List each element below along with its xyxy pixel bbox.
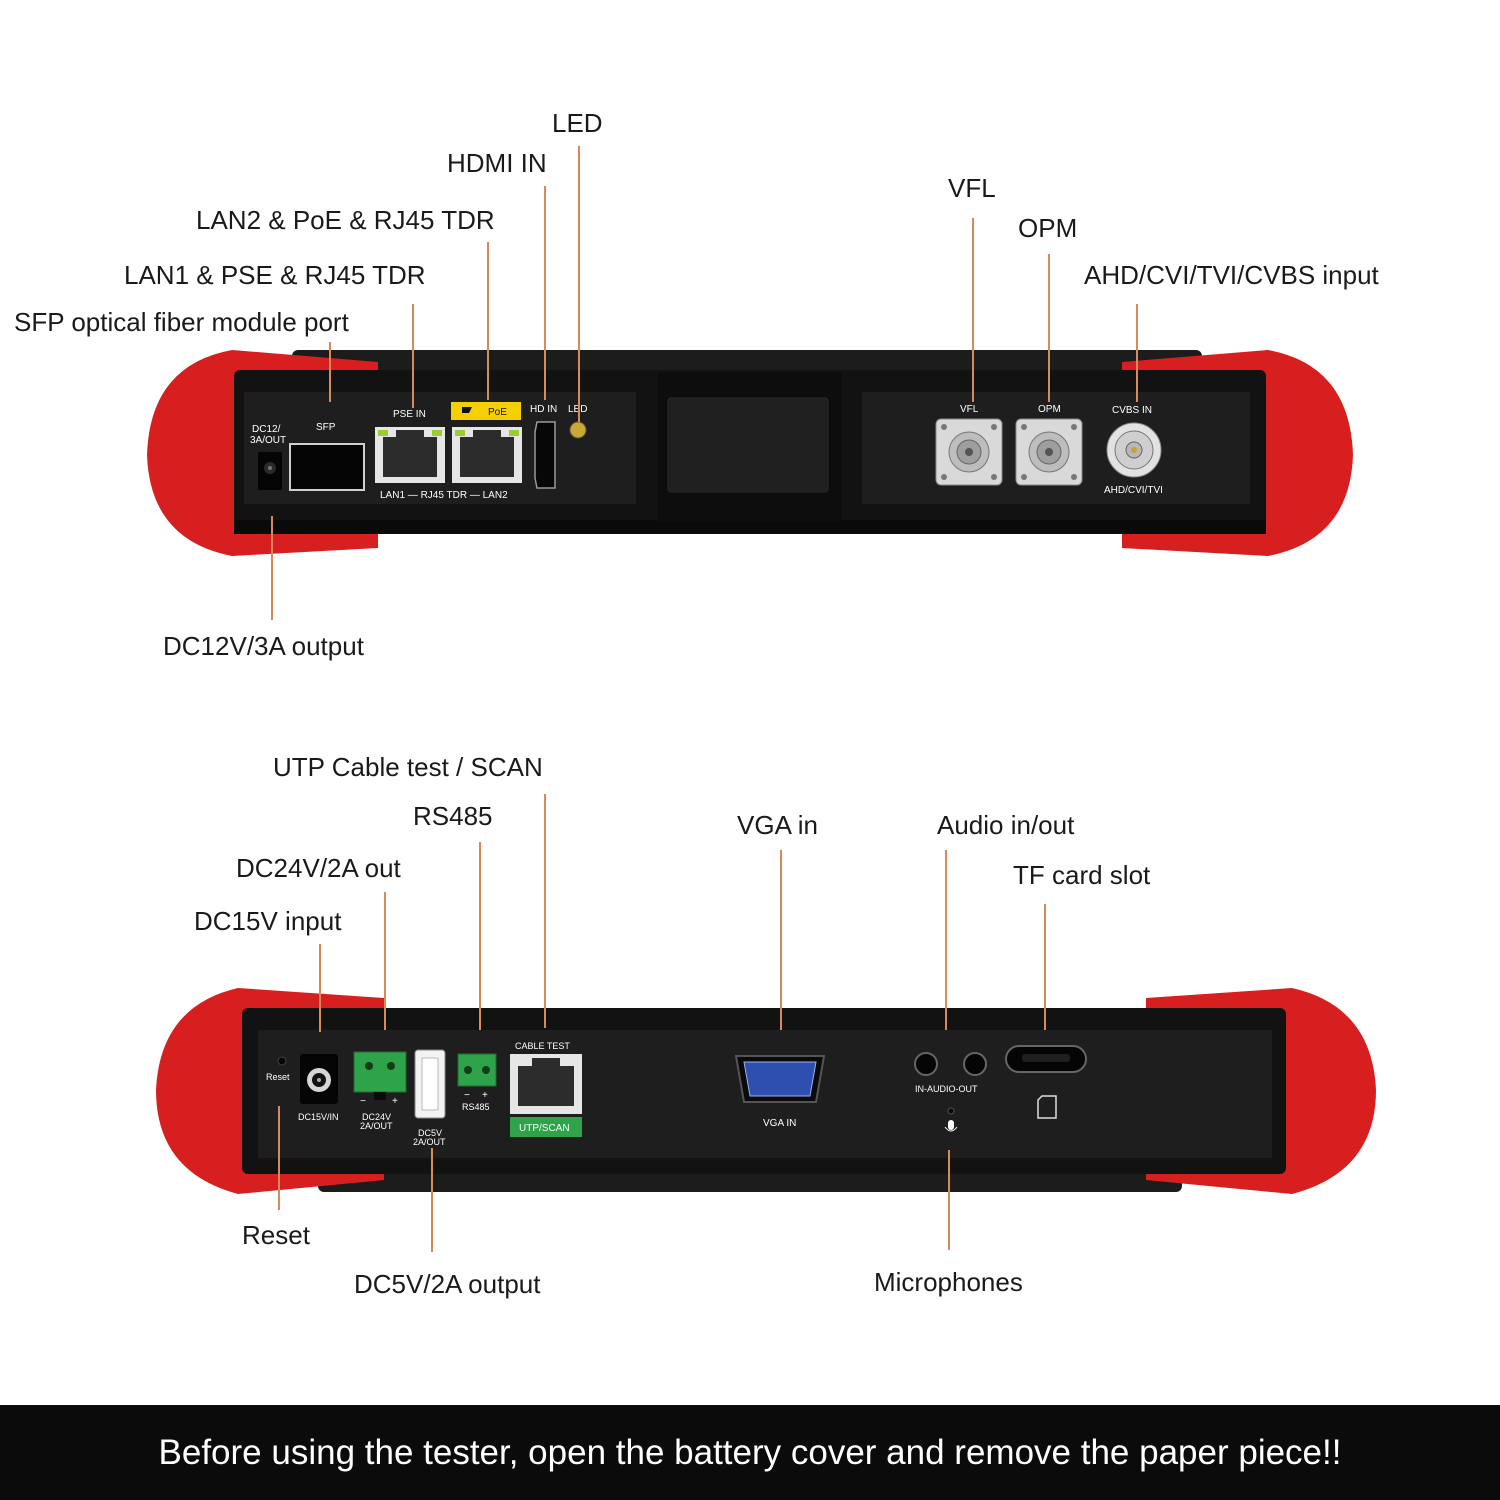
footer-banner: Before using the tester, open the batter… (0, 1405, 1500, 1500)
leader-dc24 (384, 892, 386, 1030)
leader-audio (945, 850, 947, 1030)
panel-label-ahd-cvi-tvi: AHD/CVI/TVI (1104, 485, 1163, 496)
leader-reset (278, 1106, 280, 1210)
rs485-terminal (457, 1053, 497, 1087)
panel-label-dc12-line1: DC12/ (252, 424, 281, 435)
leader-hdmi (544, 186, 546, 400)
leader-vga (780, 850, 782, 1030)
callout-ahd: AHD/CVI/TVI/CVBS input (1084, 260, 1379, 290)
svg-text:−: − (360, 1096, 366, 1107)
callout-reset: Reset (242, 1220, 310, 1250)
callout-lan2: LAN2 & PoE & RJ45 TDR (196, 205, 495, 235)
leader-dc5 (431, 1148, 433, 1252)
opm-connector (1015, 418, 1083, 486)
leader-ahd (1136, 304, 1138, 402)
panel-label-lan-row: LAN1 — RJ45 TDR — LAN2 (380, 490, 508, 501)
panel-label-dc12-line2: 3A/OUT (250, 435, 286, 446)
audio-out-jack (963, 1052, 987, 1076)
bottom-device-illustration: Reset DC15V/IN − + DC24V 2A/OUT DC5V 2A/… (156, 988, 1376, 1194)
callout-hdmi-in: HDMI IN (447, 148, 547, 178)
panel-label-pse-in: PSE IN (393, 409, 426, 420)
panel-label-audio: IN-AUDIO-OUT (915, 1084, 978, 1094)
panel-label-vga-in: VGA IN (763, 1118, 796, 1129)
led-indicator (569, 421, 587, 439)
svg-text:−: − (464, 1090, 470, 1101)
leader-opm (1048, 254, 1050, 402)
panel-label-dc24-line2: 2A/OUT (360, 1121, 393, 1131)
callout-dc15: DC15V input (194, 906, 342, 936)
panel-label-dc5-line1: DC5V (418, 1128, 442, 1138)
panel-label-reset: Reset (266, 1072, 290, 1082)
callout-utp: UTP Cable test / SCAN (273, 752, 543, 782)
audio-in-jack (914, 1052, 938, 1076)
reset-pinhole (277, 1056, 287, 1066)
dc24-terminal (353, 1051, 407, 1093)
vfl-connector (935, 418, 1003, 486)
callout-rs485: RS485 (413, 801, 493, 831)
panel-label-opm: OPM (1038, 404, 1061, 415)
panel-label-sfp: SFP (316, 422, 336, 433)
callout-dc5: DC5V/2A output (354, 1269, 541, 1299)
leader-vfl (972, 218, 974, 402)
poe-badge (451, 402, 521, 420)
microphone-hole (947, 1107, 955, 1115)
panel-label-rs485: RS485 (462, 1102, 490, 1112)
panel-label-hd-in: HD IN (530, 404, 557, 415)
leader-lan2 (487, 242, 489, 400)
panel-label-dc24-line1: DC24V (362, 1112, 391, 1122)
panel-label-utp-scan: UTP/SCAN (519, 1123, 570, 1134)
bnc-connector (1106, 422, 1162, 478)
panel-label-poe: PoE (488, 407, 507, 418)
callout-dc12: DC12V/3A output (163, 631, 364, 661)
leader-led (578, 146, 580, 422)
callout-led: LED (552, 108, 603, 138)
leader-tf (1044, 904, 1046, 1030)
callout-vfl: VFL (948, 173, 996, 203)
callout-audio: Audio in/out (937, 810, 1075, 840)
callout-lan1: LAN1 & PSE & RJ45 TDR (124, 260, 426, 290)
leader-sfp (329, 342, 331, 402)
svg-text:+: + (482, 1090, 488, 1101)
callout-sfp: SFP optical fiber module port (14, 307, 349, 337)
tf-card-icon (1037, 1095, 1057, 1119)
callout-dc24: DC24V/2A out (236, 853, 401, 883)
callout-tf: TF card slot (1013, 860, 1151, 890)
panel-label-cable-test: CABLE TEST (515, 1041, 570, 1051)
callout-vga: VGA in (737, 810, 818, 840)
panel-label-dc5-line2: 2A/OUT (413, 1137, 446, 1147)
sfp-port (289, 443, 365, 491)
leader-dc15 (319, 944, 321, 1032)
top-center-window (667, 397, 829, 493)
leader-rs485 (479, 842, 481, 1030)
svg-text:+: + (392, 1096, 398, 1107)
callout-mic: Microphones (874, 1267, 1023, 1297)
top-device-illustration: DC12/ 3A/OUT SFP PSE IN PoE LAN1 — RJ45 … (147, 350, 1353, 556)
leader-dc12 (271, 516, 273, 620)
panel-label-cvbs-in: CVBS IN (1112, 405, 1152, 416)
microphone-icon (948, 1120, 954, 1130)
utp-scan-badge (510, 1117, 582, 1137)
leader-lan1 (412, 304, 414, 408)
footer-notice: Before using the tester, open the batter… (158, 1432, 1342, 1472)
panel-label-vfl: VFL (960, 404, 979, 415)
panel-label-led: LED (568, 404, 587, 415)
leader-utp (544, 794, 546, 1028)
hdmi-port (534, 421, 556, 489)
leader-mic (948, 1150, 950, 1250)
callout-opm: OPM (1018, 213, 1078, 243)
panel-label-dc15: DC15V/IN (298, 1112, 339, 1122)
